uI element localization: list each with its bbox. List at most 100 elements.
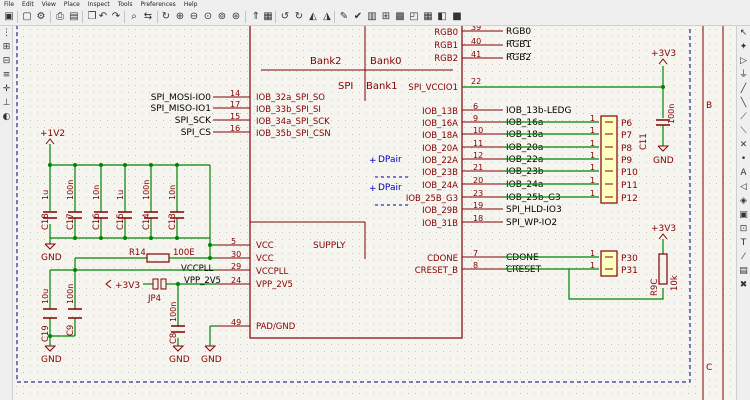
print-icon[interactable]: ⎙ xyxy=(56,11,64,22)
netlist-icon[interactable]: ⊞ xyxy=(381,11,391,22)
hierarchy-icon[interactable]: ⊥ xyxy=(2,98,11,108)
zoom-fit-icon[interactable]: ⊙ xyxy=(203,11,213,22)
jumper-jp4[interactable] xyxy=(160,278,167,290)
pin-name: IOB_35b_SPI_CSN xyxy=(256,129,331,139)
net-label-spi-sck[interactable]: SPI_SCK xyxy=(175,116,212,126)
units-mil-icon[interactable]: ≡ xyxy=(2,70,11,80)
settings-icon[interactable]: ⚙ xyxy=(36,11,46,22)
scripting-icon[interactable]: ◧ xyxy=(437,11,447,22)
add-bus-icon[interactable]: ╲ xyxy=(740,98,747,108)
connector-ref-p10: P10 xyxy=(621,168,638,178)
toolbar-separator xyxy=(82,11,83,23)
find-replace-icon[interactable]: ⇆ xyxy=(143,11,153,22)
units-in-icon[interactable]: ⊟ xyxy=(2,56,11,66)
resistor-r9c[interactable] xyxy=(658,253,668,285)
add-symbol-icon[interactable]: ▷ xyxy=(740,56,747,66)
text-icon[interactable]: T xyxy=(740,238,747,248)
zoom-selection-icon[interactable]: ⊚ xyxy=(217,11,227,22)
net-label-rgb1[interactable]: RGB1 xyxy=(506,40,531,50)
bus-to-bus-icon[interactable]: ⟍ xyxy=(740,126,747,136)
delete-icon[interactable]: ✖ xyxy=(739,280,748,290)
add-wire-icon[interactable]: ╱ xyxy=(740,84,747,94)
add-power-icon[interactable]: ⏚ xyxy=(738,70,748,80)
units-mm-icon[interactable]: ⊞ xyxy=(2,42,11,52)
zoom-in-icon[interactable]: ⊕ xyxy=(175,11,185,22)
pcbnew-icon[interactable]: ■ xyxy=(452,11,462,22)
menu-view[interactable]: View xyxy=(41,1,56,8)
grid-table-icon[interactable]: ▦ xyxy=(423,11,433,22)
menu-place[interactable]: Place xyxy=(63,1,80,8)
new-icon[interactable]: ▢ xyxy=(22,11,32,22)
rotate-ccw-icon[interactable]: ↺ xyxy=(280,11,290,22)
net-label-creset[interactable]: CRESET xyxy=(506,265,542,275)
ic-body[interactable] xyxy=(249,26,463,339)
net-label-iob18a[interactable]: IOB_18a xyxy=(506,130,543,140)
dpair-annotation[interactable]: DPair xyxy=(378,155,402,165)
net-label-iob20a[interactable]: IOB_20a xyxy=(506,143,543,153)
menu-tools[interactable]: Tools xyxy=(117,1,133,8)
refresh-icon[interactable]: ↻ xyxy=(161,11,171,22)
net-label-iob16a[interactable]: IOB_16a xyxy=(506,118,543,128)
image-icon[interactable]: ▤ xyxy=(739,266,748,276)
highlight-net-icon[interactable]: ✦ xyxy=(739,42,748,52)
menu-help[interactable]: Help xyxy=(183,1,198,8)
cursor-icon[interactable]: ✛ xyxy=(2,84,11,94)
menu-preferences[interactable]: Preferences xyxy=(140,1,176,8)
net-label-spi-wp[interactable]: SPI_WP-IO2 xyxy=(506,218,557,228)
schematic-canvas[interactable]: B C Bank2 Bank0 SPI Bank1 SUPPLY SPI_MOS… xyxy=(13,26,736,400)
net-label-vpp[interactable]: VPP_2V5 xyxy=(184,276,221,286)
bom-icon[interactable]: ▥ xyxy=(367,11,377,22)
annotate-icon[interactable]: ✎ xyxy=(339,11,349,22)
grid-icon[interactable]: ⋮ xyxy=(2,28,11,38)
menu-edit[interactable]: Edit xyxy=(22,1,34,8)
connector-header-p30-p31[interactable] xyxy=(600,250,618,277)
pin-number: 23 xyxy=(473,189,483,198)
net-label-vccpll[interactable]: VCCPLL xyxy=(181,264,214,274)
net-label-spi-cs[interactable]: SPI_CS xyxy=(181,128,212,138)
find-icon[interactable]: ⌕ xyxy=(131,11,137,22)
plot-icon[interactable]: ▤ xyxy=(69,11,79,22)
copy-icon[interactable]: ❐ xyxy=(87,11,97,22)
mirror-v-icon[interactable]: ◭ xyxy=(309,11,317,22)
net-label-iob22a[interactable]: IOB_22a xyxy=(506,155,543,165)
net-label-rgb0[interactable]: RGB0 xyxy=(506,27,531,37)
mirror-h-icon[interactable]: ◮ xyxy=(323,11,331,22)
footprint-icon[interactable]: ◰ xyxy=(409,11,419,22)
jumper-jp4[interactable] xyxy=(152,278,159,290)
top-toolbar: ▣ ▢ ⚙ ⎙ ▤ ❐ ↶ ↷ ⌕ ⇆ ↻ ⊕ ⊖ ⊙ ⊚ ⊛ ⇑ ▦ ↺ ↻ … xyxy=(0,9,750,26)
zoom-out-icon[interactable]: ⊖ xyxy=(189,11,199,22)
junction-icon[interactable]: • xyxy=(740,154,747,164)
pcb-icon[interactable]: ▩ xyxy=(395,11,405,22)
net-label-spi-miso[interactable]: SPI_MISO-IO1 xyxy=(151,104,211,114)
net-label-icon[interactable]: A xyxy=(740,168,747,178)
hier-sheet-icon[interactable]: ▣ xyxy=(739,210,748,220)
hidden-pins-icon[interactable]: ◐ xyxy=(2,112,11,122)
global-label-icon[interactable]: ◁ xyxy=(740,182,747,192)
hier-label-icon[interactable]: ◈ xyxy=(740,196,747,206)
net-label-iob24a[interactable]: IOB_24a xyxy=(506,180,543,190)
no-connect-icon[interactable]: ✕ xyxy=(739,140,748,150)
undo-icon[interactable]: ↶ xyxy=(98,11,108,22)
save-icon[interactable]: ▣ xyxy=(4,11,14,22)
net-label-rgb2[interactable]: RGB2 xyxy=(506,53,531,63)
import-pin-icon[interactable]: ⊡ xyxy=(739,224,748,234)
up-level-icon[interactable]: ⇑ xyxy=(251,11,261,22)
zoom-area-icon[interactable]: ⊛ xyxy=(231,11,241,22)
redo-icon[interactable]: ↷ xyxy=(111,11,121,22)
net-label-iob25b[interactable]: IOB_25b_G3 xyxy=(506,193,561,203)
net-label-cdone[interactable]: CDONE xyxy=(506,253,539,263)
wire-to-bus-icon[interactable]: ⟋ xyxy=(740,112,747,122)
net-label-iob23b[interactable]: IOB_23b xyxy=(506,167,544,177)
erc-icon[interactable]: ✔ xyxy=(353,11,363,22)
net-label-spi-mosi[interactable]: SPI_MOSI-IO0 xyxy=(151,93,211,103)
net-label-spi-hld[interactable]: SPI_HLD-IO3 xyxy=(506,205,562,215)
rotate-cw-icon[interactable]: ↻ xyxy=(294,11,304,22)
resistor-r14[interactable] xyxy=(146,253,170,263)
line-icon[interactable]: ⁄ xyxy=(742,252,745,262)
navigator-icon[interactable]: ▦ xyxy=(263,11,273,22)
net-label-ledg[interactable]: IOB_13b-LEDG xyxy=(506,106,571,116)
select-icon[interactable]: ↖ xyxy=(739,28,748,38)
menu-inspect[interactable]: Inspect xyxy=(87,1,110,8)
dpair-annotation[interactable]: DPair xyxy=(378,183,402,193)
menu-file[interactable]: File xyxy=(4,1,15,8)
